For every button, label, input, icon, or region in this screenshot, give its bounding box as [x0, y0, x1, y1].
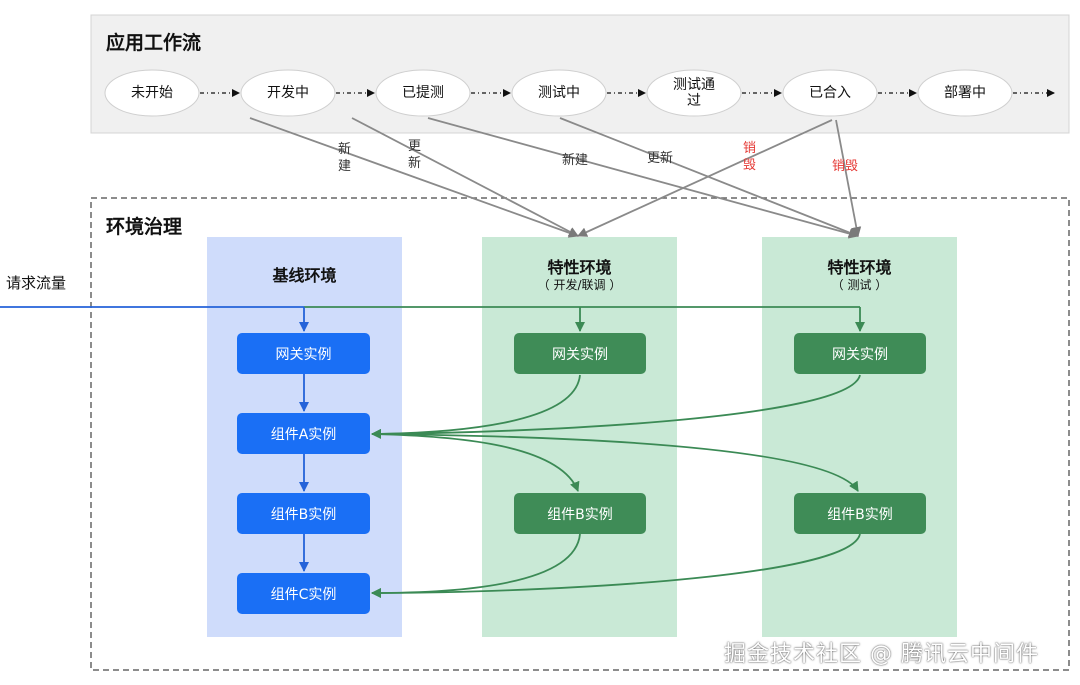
stage-submitted-test: 已提测 [402, 85, 444, 101]
request-traffic-label: 请求流量 [6, 274, 67, 292]
workflow-stages [104, 69, 1013, 117]
label-new-test: 新建 [562, 153, 589, 168]
baseline-title: 基线环境 [272, 266, 337, 285]
feature-dev-title: 特性环境 [547, 258, 612, 277]
update-dev-arrow [351, 117, 579, 237]
stage-not-started: 未开始 [131, 85, 173, 101]
feature-routing-curves [371, 374, 861, 598]
stage-testing: 测试中 [538, 85, 580, 101]
test-component-b-box: 组件B实例 [794, 493, 926, 534]
label-new-dev: 新 建 [338, 142, 352, 174]
stage-merged: 已合入 [809, 85, 851, 101]
label-destroy-test: 销毁 [832, 159, 859, 174]
feature-dev-subtitle: （ 开发/联调 ） [537, 278, 622, 292]
destroy-dev-arrow [577, 119, 833, 237]
workflow-title: 应用工作流 [106, 32, 202, 54]
stage-deploying: 部署中 [944, 85, 986, 101]
destroy-test-arrow [835, 119, 862, 237]
new-dev-arrow [249, 117, 579, 238]
a-to-test-b [371, 433, 859, 492]
stage-node [917, 69, 1013, 117]
dev-gateway-box: 网关实例 [514, 333, 646, 374]
test-gateway-box: 网关实例 [794, 333, 926, 374]
baseline-component-b-box: 组件B实例 [237, 493, 370, 534]
stage-developing: 开发中 [267, 85, 309, 101]
label-destroy-dev: 销 毁 [743, 141, 757, 173]
baseline-component-a-box: 组件A实例 [237, 413, 370, 454]
governance-panel [90, 197, 1070, 671]
label-update-test: 更新 [647, 151, 674, 166]
feature-test-subtitle: （ 测试 ） [831, 278, 888, 292]
test-b-to-c [371, 533, 861, 598]
stage-node [511, 69, 607, 117]
stage-node [240, 69, 336, 117]
stage-node [646, 69, 742, 117]
stage-node [104, 69, 200, 117]
watermark: 掘金技术社区 @ 腾讯云中间件 [724, 642, 1039, 667]
baseline-component-c-box: 组件C实例 [237, 573, 370, 614]
baseline-gateway-box: 网关实例 [237, 333, 370, 374]
feature-test-column [762, 237, 957, 637]
test-gateway-to-a [371, 374, 861, 439]
stage-test-passed: 测试通 过 [673, 77, 715, 109]
stage-node [782, 69, 878, 117]
new-test-arrow [427, 117, 859, 239]
feature-test-title: 特性环境 [827, 258, 892, 277]
stage-node [375, 69, 471, 117]
label-update-dev: 更 新 [408, 139, 422, 171]
lifecycle-arrows [249, 117, 862, 239]
governance-title: 环境治理 [106, 216, 183, 238]
dev-component-b-box: 组件B实例 [514, 493, 646, 534]
